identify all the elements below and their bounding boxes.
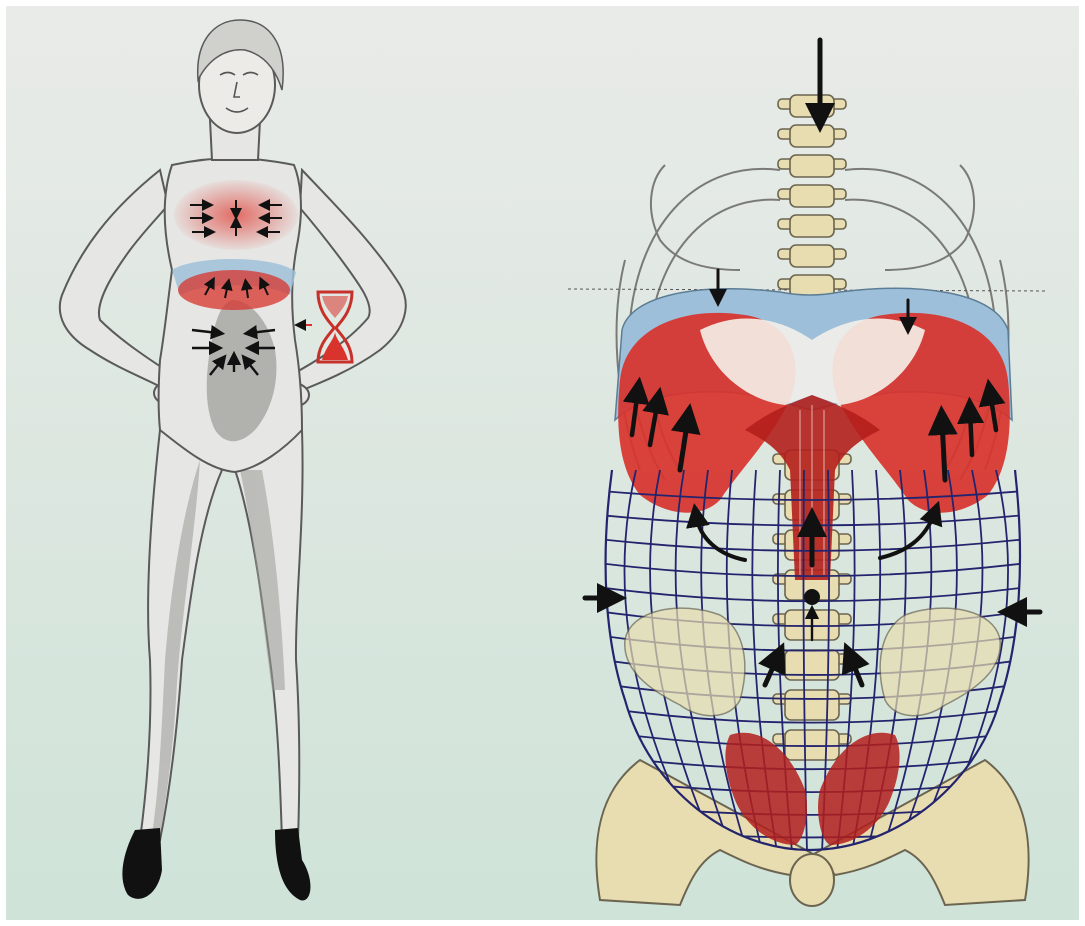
diaphragm-red-zone — [178, 270, 290, 310]
vertebra — [790, 95, 834, 117]
vertebra — [790, 215, 834, 237]
vertebra — [785, 730, 839, 760]
vertebra — [790, 155, 834, 177]
vertebra — [790, 245, 834, 267]
chest-muscle-zone — [174, 180, 298, 250]
vertebra — [785, 690, 839, 720]
vertebra — [790, 185, 834, 207]
vertebra — [790, 125, 834, 147]
center-of-pressure-dot — [804, 589, 820, 605]
